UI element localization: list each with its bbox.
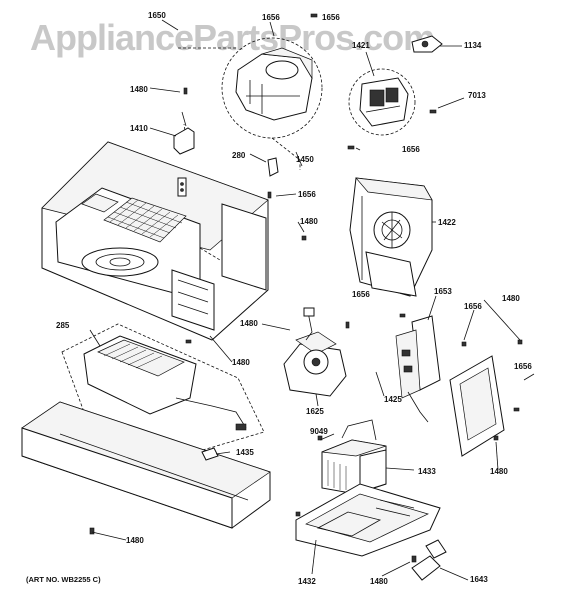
- vent-channel: [21, 401, 271, 529]
- art-number: (ART NO. WB2255 C): [26, 575, 101, 584]
- callout-1480: 1480: [130, 85, 148, 94]
- callout-1656: 1656: [352, 290, 370, 299]
- callout-1480: 1480: [240, 319, 258, 328]
- callout-1625: 1625: [306, 407, 324, 416]
- callout-1650: 1650: [148, 11, 166, 20]
- callout-1425: 1425: [384, 395, 402, 404]
- callout-1432: 1432: [298, 577, 316, 586]
- callout-9049: 9049: [310, 427, 328, 436]
- callout-1480: 1480: [126, 536, 144, 545]
- callout-1656: 1656: [298, 190, 316, 199]
- part-1435: [201, 447, 219, 461]
- callout-1653: 1653: [434, 287, 452, 296]
- latch-board-1653: [395, 315, 441, 423]
- relay-board-1421: [348, 68, 416, 136]
- screws: [89, 13, 523, 563]
- callout-7013: 7013: [468, 91, 486, 100]
- callout-1450: 1450: [296, 155, 314, 164]
- filter-assembly-285: [61, 323, 265, 453]
- callout-1421: 1421: [352, 41, 370, 50]
- callout-1656: 1656: [402, 145, 420, 154]
- callout-1435: 1435: [236, 448, 254, 457]
- callout-1656: 1656: [464, 302, 482, 311]
- callout-1656: 1656: [514, 362, 532, 371]
- leader-lines: [89, 19, 535, 581]
- callout-1422: 1422: [438, 218, 456, 227]
- watermark-text: AppliancePartsPros.com: [30, 17, 434, 58]
- callout-1480: 1480: [370, 577, 388, 586]
- base-plate-1432: [295, 483, 441, 557]
- part-280: [267, 157, 279, 177]
- callout-1433: 1433: [418, 467, 436, 476]
- callout-1643: 1643: [470, 575, 488, 584]
- fan-duct-1422: [349, 177, 433, 297]
- callout-1656: 1656: [322, 13, 340, 22]
- callout-1480: 1480: [502, 294, 520, 303]
- part-1643: [411, 539, 447, 581]
- callout-1410: 1410: [130, 124, 148, 133]
- oven-cavity: [41, 123, 269, 341]
- magnetron-1625: [283, 307, 347, 397]
- callout-1656: 1656: [262, 13, 280, 22]
- bracket-1410: [173, 111, 195, 155]
- callout-labels: 1650 1656 1656 1421 1134 1480 7013 1410 …: [56, 11, 532, 586]
- callout-1480: 1480: [232, 358, 250, 367]
- thermostat-1134: [411, 35, 443, 53]
- transformer-1433: [321, 419, 387, 495]
- callout-1480: 1480: [490, 467, 508, 476]
- fan-assembly-1450: [178, 37, 323, 170]
- callout-1480: 1480: [300, 217, 318, 226]
- callout-285: 285: [56, 321, 70, 330]
- door-panel-right: [449, 355, 505, 457]
- callout-280: 280: [232, 151, 246, 160]
- callout-1134: 1134: [464, 41, 482, 50]
